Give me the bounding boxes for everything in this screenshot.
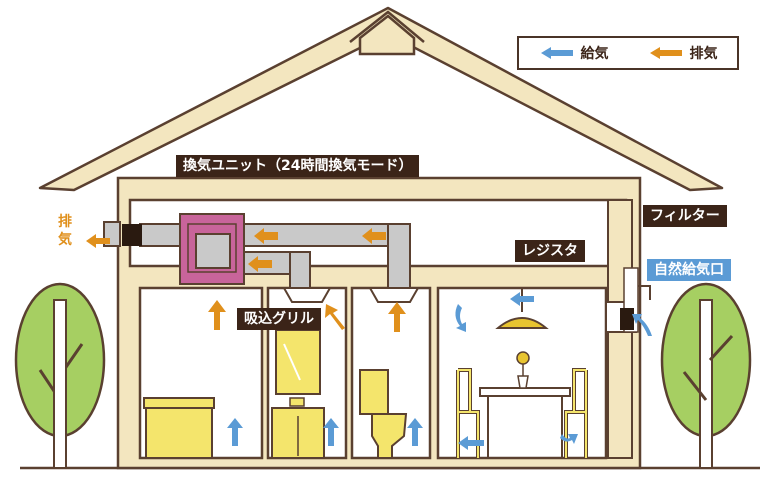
supply-arrows bbox=[227, 292, 652, 450]
legend-item-exhaust: 排気 bbox=[648, 43, 718, 63]
register-dark-core bbox=[620, 308, 634, 330]
supply-arrow bbox=[323, 418, 339, 446]
blue-arrow-icon bbox=[540, 47, 573, 59]
ventilation-unit-inner bbox=[187, 223, 237, 273]
exhaust-arrow bbox=[388, 302, 406, 332]
supply-arrow bbox=[632, 314, 652, 336]
label-filter: フィルター bbox=[643, 205, 727, 227]
dining-table-top bbox=[479, 387, 571, 397]
exhaust-arrow bbox=[325, 304, 345, 330]
faucet bbox=[289, 397, 305, 407]
supply-arrow bbox=[458, 436, 484, 450]
legend: 給気 排気 bbox=[517, 36, 739, 70]
label-register: レジスタ bbox=[515, 240, 585, 262]
roof-vent-cap bbox=[349, 10, 425, 43]
pendant-lamp bbox=[495, 317, 549, 329]
washroom-mirror bbox=[275, 329, 321, 395]
supply-arrow bbox=[407, 418, 423, 446]
room-dining bbox=[436, 286, 608, 460]
supply-arrow bbox=[560, 434, 578, 444]
toilet-tank bbox=[359, 369, 389, 415]
exhaust-outlet-cap bbox=[122, 224, 142, 246]
orange-arrow-icon bbox=[649, 47, 682, 59]
tree-left bbox=[14, 282, 106, 469]
legend-exhaust-label: 排気 bbox=[689, 46, 718, 62]
tree-right bbox=[660, 282, 752, 469]
legend-supply-label: 給気 bbox=[580, 46, 609, 62]
exhaust-arrow bbox=[254, 228, 278, 244]
label-ventilation-unit: 換気ユニット（24時間換気モード） bbox=[176, 155, 420, 177]
storage-box bbox=[145, 401, 213, 459]
roof-vent bbox=[358, 14, 416, 56]
natural-inlet-hood bbox=[634, 285, 651, 300]
intake-grille-toilet bbox=[368, 287, 420, 303]
label-exhaust-outside: 排気 bbox=[58, 214, 72, 248]
flower bbox=[516, 351, 530, 365]
ventilation-unit-core bbox=[195, 233, 231, 269]
storage-box-lid bbox=[143, 397, 215, 409]
toilet-bowl bbox=[371, 413, 408, 459]
exhaust-arrow bbox=[86, 234, 110, 248]
label-natural-inlet: 自然給気口 bbox=[647, 259, 731, 281]
vase bbox=[517, 375, 529, 389]
chair-left-color bbox=[457, 369, 479, 458]
supply-arrow bbox=[227, 418, 243, 446]
chair-right-color bbox=[565, 369, 587, 458]
exhaust-arrow bbox=[248, 256, 272, 272]
legend-item-supply: 給気 bbox=[539, 43, 609, 63]
label-intake-grille: 吸込グリル bbox=[237, 308, 321, 330]
mirror-reflection bbox=[283, 343, 301, 381]
intake-grille-washroom bbox=[282, 287, 332, 303]
exhaust-arrow bbox=[362, 228, 386, 244]
roof bbox=[38, 6, 724, 192]
supply-arrow bbox=[455, 304, 466, 332]
exhaust-arrows bbox=[86, 228, 406, 332]
supply-arrow bbox=[510, 292, 534, 306]
exhaust-arrow bbox=[208, 300, 226, 330]
